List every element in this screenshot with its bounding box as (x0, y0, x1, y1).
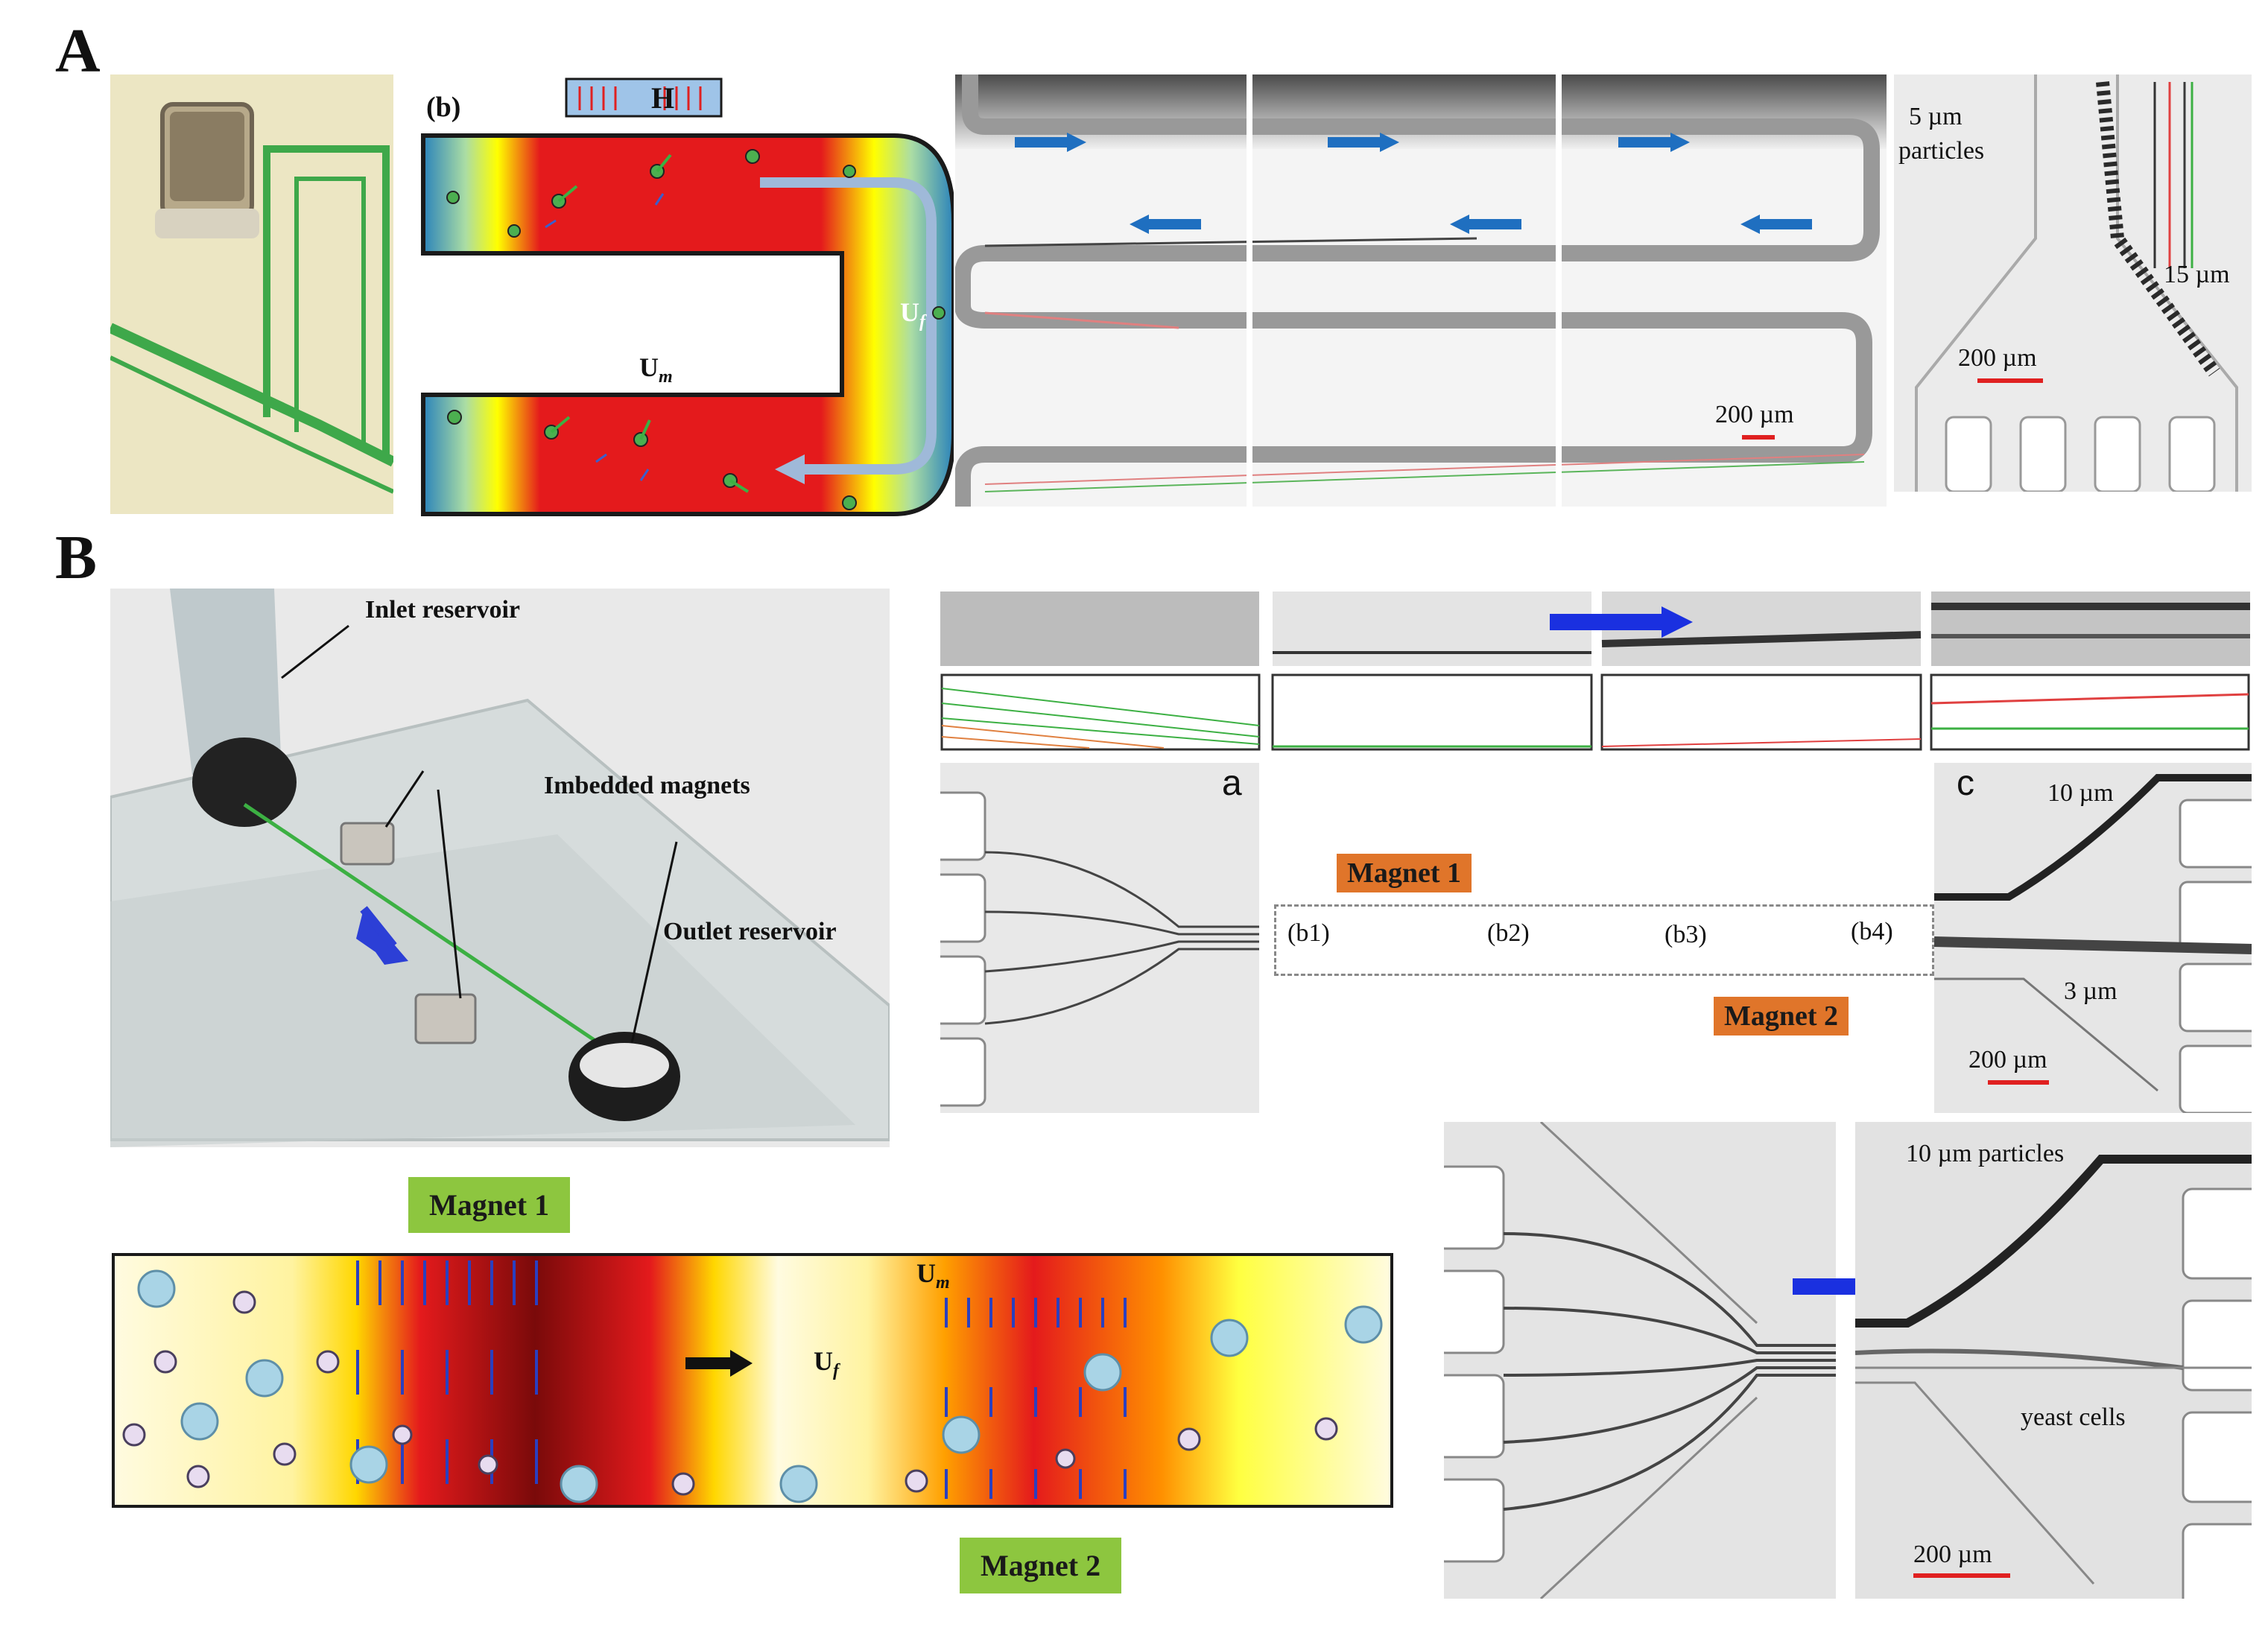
channel-outline-box (1274, 904, 1934, 976)
inlet-reservoir-label: Inlet reservoir (365, 596, 521, 624)
channel-strip-images (940, 592, 2250, 666)
trajectories-drawing (940, 673, 2250, 751)
scale-label-bottom: 200 µm (1913, 1541, 1992, 1568)
chip-photo-drawing (110, 74, 393, 514)
scale-bar-c (1988, 1080, 2049, 1085)
outlet-micrograph-a (1894, 74, 2252, 492)
chip-photo-a (110, 74, 393, 514)
um-label-b: Um (916, 1258, 950, 1293)
scale-bar-serpentine (1742, 435, 1775, 440)
particles-15um-label: 15 µm (2164, 261, 2230, 288)
uf-label: Uf (900, 297, 925, 332)
position-b4: (b4) (1851, 918, 1893, 945)
position-b3: (b3) (1664, 921, 1707, 948)
scale-bar-bottom (1913, 1573, 2010, 1578)
um-label: Um (639, 352, 673, 387)
sublabel-c: c (1957, 764, 1974, 803)
serpentine-channel-micrograph (955, 74, 1887, 507)
micrograph-c (1934, 763, 2252, 1113)
device-photo-drawing (110, 589, 890, 1147)
uf-label-b: Uf (814, 1346, 839, 1381)
micrograph-inlet-drawing (1444, 1122, 1836, 1599)
micrograph-outlet-yeast (1855, 1122, 2252, 1599)
magnet-2-tag-green: Magnet 2 (960, 1538, 1122, 1593)
micrograph-a (940, 763, 1259, 1113)
strip-images-drawing (940, 592, 2250, 666)
panel-letter-a: A (55, 16, 101, 86)
micrograph-a-drawing (940, 791, 1259, 1107)
micrograph-inlet-yeast (1444, 1122, 1836, 1599)
scale-label-c: 200 µm (1968, 1046, 2047, 1073)
outlet-drawing-a (1915, 74, 2238, 492)
magnetophoresis-schematic-a (421, 77, 954, 516)
particles-5um-label: 5 µm (1909, 103, 1963, 130)
particles-word-label: particles (1898, 137, 1985, 165)
panel-letter-b: B (55, 523, 98, 592)
scale-label-outlet-a: 200 µm (1958, 344, 2037, 372)
magnet-1-tag-orange: Magnet 1 (1337, 854, 1472, 892)
yeast-cells-label: yeast cells (2021, 1404, 2126, 1431)
scale-bar-outlet-a (1977, 378, 2043, 383)
simulated-trajectories-strip (940, 673, 2250, 752)
sublabel-a: a (1222, 764, 1242, 803)
label-10um-c: 10 µm (2047, 779, 2114, 807)
scale-label-serpentine: 200 µm (1715, 401, 1794, 428)
particles-10um-label: 10 µm particles (1906, 1140, 2065, 1167)
imbedded-magnets-label: Imbedded magnets (544, 772, 750, 799)
micrograph-c-drawing (1934, 774, 2252, 1113)
magnet-2-tag-orange: Magnet 2 (1714, 997, 1849, 1035)
outlet-reservoir-label: Outlet reservoir (663, 918, 837, 945)
subpanel-label-b: (b) (426, 92, 461, 123)
serpentine-drawing (955, 74, 1887, 507)
position-b2: (b2) (1487, 919, 1530, 947)
micrograph-outlet-drawing (1855, 1155, 2252, 1599)
position-b1: (b1) (1287, 919, 1330, 947)
device-photo-b (110, 589, 890, 1147)
magnet-1-tag-green: Magnet 1 (408, 1177, 571, 1233)
label-3um-c: 3 µm (2064, 977, 2117, 1005)
field-label-h: H (651, 81, 675, 115)
two-magnet-schematic (112, 1253, 1393, 1508)
